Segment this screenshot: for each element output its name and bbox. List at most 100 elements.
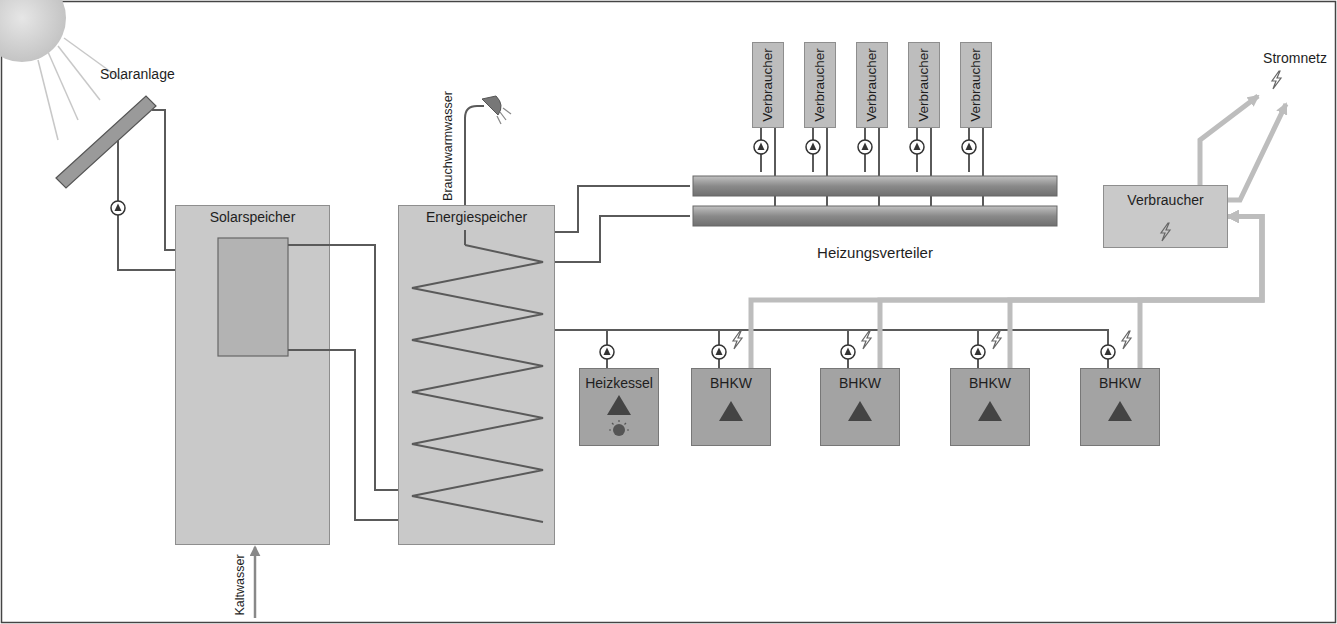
sun: [58, 46, 100, 100]
heating-coil: [412, 230, 543, 522]
hot-water-pipe: [497, 108, 511, 124]
flame-symbol: [612, 423, 614, 425]
water-pipe: [864, 128, 866, 172]
heat-consumer: Verbraucher: [908, 42, 940, 128]
heating-coil: [464, 230, 466, 245]
solar-heat-exchanger: [288, 245, 330, 350]
heat-consumer: Verbraucher: [804, 42, 836, 128]
node-text: Verbraucher: [812, 48, 828, 122]
hot-water-pipe: [465, 106, 484, 215]
flame-symbol: [1108, 401, 1132, 421]
node-text: Verbraucher: [916, 48, 932, 122]
solar-panel: [152, 110, 175, 250]
flame-symbol: [625, 423, 627, 425]
power-consumer: Verbraucher: [1103, 185, 1228, 248]
water-pipe: [968, 128, 970, 172]
manifold-bands: [693, 176, 1057, 196]
flame-symbol: [618, 420, 619, 422]
node-text: Verbraucher: [864, 48, 880, 122]
solar-panel: [56, 96, 175, 250]
lightning-symbol: [1272, 71, 1281, 89]
lightning-symbol: [1161, 223, 1170, 241]
flame-symbol: [607, 395, 1132, 436]
flame-symbol: [609, 420, 629, 430]
heating-manifold: Heizungsverteiler: [690, 172, 1060, 264]
pump-symbol: [754, 140, 768, 154]
lightning-symbol: [1122, 331, 1131, 349]
hot-water-pipe: [503, 108, 511, 114]
chp-unit: BHKW: [950, 368, 1030, 446]
solar-heat-exchanger: [218, 238, 288, 356]
lightning-symbol: [733, 331, 742, 349]
flame-symbol: [627, 429, 629, 430]
node-text: Energiespeicher: [423, 209, 530, 226]
collector-label: Solaranlage: [55, 62, 195, 140]
flame-symbol: [978, 401, 1002, 421]
chp-unit: BHKW: [691, 368, 771, 446]
node-text: Solarspeicher: [207, 209, 299, 226]
pump-symbol: [712, 345, 726, 359]
pump-symbol: [806, 140, 820, 154]
node-text: BHKW: [969, 375, 1011, 392]
node-text: Solaranlage: [100, 66, 175, 83]
grid-label: Stromnetz: [1263, 50, 1327, 67]
water-pipe: [118, 140, 175, 270]
node-text: BHKW: [839, 375, 881, 392]
heat-consumer: Verbraucher: [752, 42, 784, 128]
water-pipe: [555, 330, 607, 368]
flame-symbol: [609, 429, 611, 430]
flame-symbol: [848, 401, 872, 421]
storage-tank: Solarspeicher: [175, 205, 330, 545]
cold-water-pipe: [254, 547, 257, 618]
pump-symbol: [1101, 345, 1115, 359]
lightning-symbol: [862, 331, 871, 349]
node-text: BHKW: [1099, 375, 1141, 392]
pipe-label: Kaltwasser: [233, 554, 248, 615]
hot-water-pipe: [465, 96, 511, 215]
pump-symbol: [910, 140, 924, 154]
cold-water-pipe: [255, 547, 256, 618]
pump-symbol: [962, 140, 976, 154]
sun: [0, 0, 66, 62]
water-pipe: [555, 216, 690, 262]
grid-feed-arrows: [1228, 104, 1286, 200]
storage-pipe: [330, 350, 398, 520]
heating-coil: [412, 245, 543, 522]
flame-symbol: [607, 395, 631, 415]
sun: [48, 52, 78, 120]
lightning-symbol: [992, 331, 1001, 349]
water-pipe: [555, 330, 1108, 368]
pump-symbol: [111, 201, 125, 215]
water-pipe: [555, 330, 848, 368]
node-text: Verbraucher: [968, 48, 984, 122]
storage-tank: Energiespeicher: [398, 205, 555, 545]
grid-feed-arrows: [1200, 96, 1258, 185]
node-text: BHKW: [710, 375, 752, 392]
node-text: Heizungsverteiler: [817, 244, 933, 262]
pump-symbol: [971, 345, 985, 359]
hot-water-pipe: [497, 116, 501, 124]
node-text: Heizkessel: [585, 375, 653, 392]
pipe-label: Brauchwarmwasser: [441, 91, 456, 201]
solar-panel: [56, 96, 156, 188]
pump-symbol: [841, 345, 855, 359]
flame-symbol: [613, 424, 625, 436]
pump-symbol: [111, 140, 1115, 359]
water-pipe: [555, 330, 719, 368]
node-text: Verbraucher: [760, 48, 776, 122]
water-pipe: [555, 330, 978, 368]
manifold-bands: [693, 176, 1057, 226]
hot-water-pipe: [500, 112, 506, 120]
node-text: Verbraucher: [1127, 192, 1203, 209]
heat-consumer: Verbraucher: [856, 42, 888, 128]
sun: [38, 38, 122, 140]
lightning-symbol: [733, 71, 1281, 349]
boiler: Heizkessel: [579, 368, 659, 446]
water-pipe: [555, 186, 690, 232]
hot-water-pipe: [482, 96, 501, 115]
water-pipe: [330, 245, 398, 490]
sun: [38, 60, 58, 140]
